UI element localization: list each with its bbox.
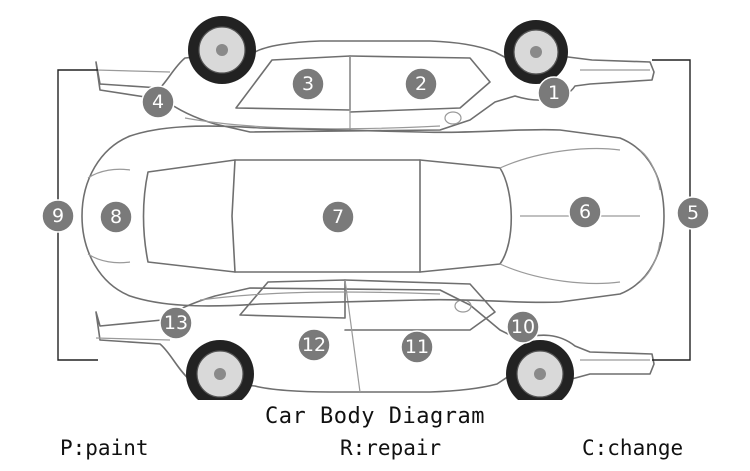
panel-10-label: 10 bbox=[511, 316, 535, 338]
panel-1-label: 1 bbox=[548, 82, 560, 104]
panel-8-badge: 8 bbox=[99, 200, 133, 234]
wheel-top-front bbox=[504, 20, 568, 84]
panel-13-badge: 13 bbox=[159, 306, 193, 340]
panel-4-badge: 4 bbox=[141, 85, 175, 119]
panel-5-label: 5 bbox=[687, 202, 699, 224]
panel-6-badge: 6 bbox=[568, 195, 602, 229]
panel-9-label: 9 bbox=[52, 205, 64, 227]
panel-6-label: 6 bbox=[579, 201, 591, 223]
panel-3-badge: 3 bbox=[291, 67, 325, 101]
top-down-view bbox=[81, 125, 665, 307]
panel-11-label: 11 bbox=[405, 336, 429, 358]
wheel-bottom-rear bbox=[186, 340, 254, 400]
legend-repair: R:repair bbox=[340, 436, 442, 460]
panel-2-badge: 2 bbox=[404, 67, 438, 101]
panel-7-badge: 7 bbox=[321, 200, 355, 234]
panel-12-label: 12 bbox=[302, 334, 326, 356]
car-body-diagram: 1 2 3 4 5 6 7 8 9 10 11 12 13 bbox=[41, 16, 710, 400]
legend-change: C:change bbox=[582, 436, 684, 460]
wheel-top-rear bbox=[188, 16, 256, 84]
panel-4-label: 4 bbox=[152, 91, 164, 113]
panel-11-badge: 11 bbox=[400, 330, 434, 364]
panel-7-label: 7 bbox=[332, 206, 344, 228]
panel-3-label: 3 bbox=[302, 73, 314, 95]
top-side-view bbox=[95, 40, 655, 133]
panel-12-badge: 12 bbox=[297, 328, 331, 362]
panel-2-label: 2 bbox=[415, 73, 427, 95]
panel-8-label: 8 bbox=[110, 206, 122, 228]
wheel-bottom-front bbox=[506, 340, 574, 400]
panel-1-badge: 1 bbox=[537, 76, 571, 110]
diagram-caption: Car Body Diagram bbox=[265, 404, 485, 429]
panel-10-badge: 10 bbox=[506, 310, 540, 344]
panel-9-badge: 9 bbox=[41, 199, 75, 233]
panel-5-badge: 5 bbox=[676, 196, 710, 230]
legend-paint: P:paint bbox=[60, 436, 149, 460]
panel-13-label: 13 bbox=[164, 312, 188, 334]
